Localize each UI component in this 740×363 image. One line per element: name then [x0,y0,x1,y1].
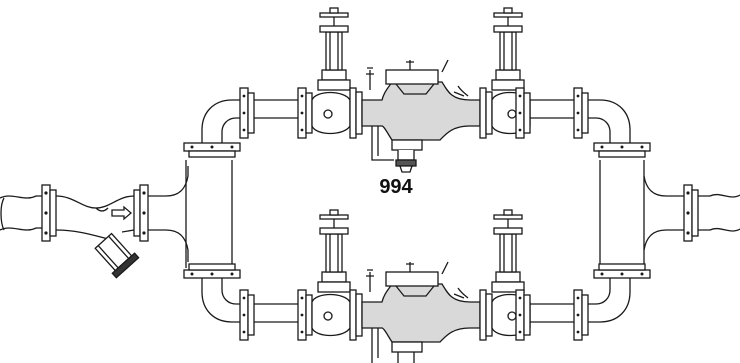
outlet-pipe [683,184,740,242]
right-arrow-icon [111,205,132,221]
check-valve-body-lower [361,261,481,363]
model-number-label: 994 [379,176,413,198]
upper-assembly [239,7,592,173]
shutoff-valve-3 [311,209,351,337]
lower-assembly [239,209,592,363]
inlet-pipe [0,195,46,231]
check-valve-body [361,59,481,173]
left-manifold [148,99,241,323]
shutoff-valve-2 [491,7,531,135]
right-manifold [592,99,684,323]
shutoff-valve-1 [311,7,351,135]
y-strainer [41,184,149,279]
